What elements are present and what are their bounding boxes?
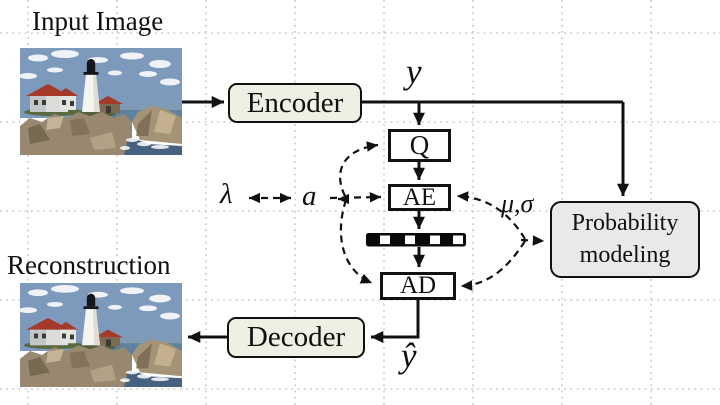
lighthouse-photo-icon [20,283,182,387]
arithmetic-encoder-box: AE [388,184,451,211]
lighthouse-photo-icon [20,48,182,155]
dashed-arrows [248,141,545,291]
lambda-label: λ [220,178,233,210]
arrow-a-to-q [338,141,379,197]
latent-y-hat-label: ŷ [401,336,417,375]
arrow-prob-to-ad [460,240,526,291]
gain-a-label: a [302,180,317,212]
encoder-box: Encoder [228,83,362,123]
bitstream-icon [366,233,466,247]
arrow-junction-to-prob [520,235,545,246]
probability-modeling-box: Probability modeling [550,201,700,278]
arrow-ad-to-decoder [370,299,420,343]
decoder-box: Decoder [227,317,365,358]
reconstruction-label: Reconstruction [7,250,171,280]
arrow-a-to-ae [329,191,382,203]
arrow-prob-to-ae [456,191,526,240]
latent-y-label: y [406,52,422,91]
arrow-a-to-ad [339,199,373,285]
input-image-label: Input Image [32,6,164,36]
solid-arrows [182,96,629,343]
input-image-thumbnail [20,48,182,155]
reconstruction-image-thumbnail [20,283,182,387]
quantization-box: Q [388,129,451,162]
mu-sigma-label: μ,σ [501,189,534,218]
arithmetic-decoder-box: AD [380,272,456,300]
